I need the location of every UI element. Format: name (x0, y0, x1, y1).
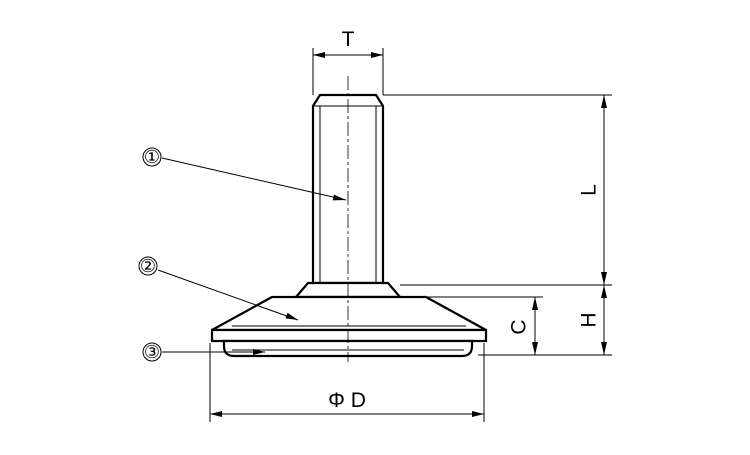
c-label: C (508, 319, 531, 334)
d-arrow-left (210, 411, 222, 417)
l-arrow-bottom (601, 272, 607, 285)
dimension-h: H (478, 285, 612, 356)
callout-2: ② (138, 256, 299, 321)
d-label: Φ D (328, 389, 366, 412)
h-label: H (578, 312, 601, 327)
t-arrow-left (313, 52, 325, 58)
dimension-t: T (312, 28, 384, 95)
callout-1-circle (142, 147, 162, 167)
callout-3-arrow (253, 349, 265, 355)
callout-1-leader (161, 157, 347, 201)
dimension-d: Φ D (209, 343, 485, 422)
h-arrow-bottom (601, 342, 607, 355)
c-arrow-top (532, 297, 538, 310)
callout-1-arrow (332, 194, 346, 201)
callout-2-circle (138, 256, 158, 276)
d-arrow-right (472, 411, 484, 417)
base-cone (211, 295, 487, 332)
t-arrow-right (371, 52, 383, 58)
dimension-l: L (383, 94, 612, 286)
callout-2-label: ② (140, 256, 156, 276)
callout-1: ① (142, 147, 347, 201)
c-arrow-bottom (532, 342, 538, 355)
base-rim (210, 328, 488, 343)
callout-2-arrow (285, 312, 298, 320)
callout-3-label: ③ (144, 342, 160, 362)
callout-1-label: ① (144, 147, 160, 167)
leveling-foot (210, 76, 488, 362)
callout-3-circle (142, 342, 162, 362)
l-arrow-top (601, 95, 607, 108)
callout-3: ③ (142, 342, 265, 362)
t-label: T (342, 28, 355, 51)
l-label: L (578, 184, 601, 196)
h-arrow-top (601, 285, 607, 298)
callout-2-leader (157, 269, 299, 321)
dimension-c: C (426, 296, 543, 355)
